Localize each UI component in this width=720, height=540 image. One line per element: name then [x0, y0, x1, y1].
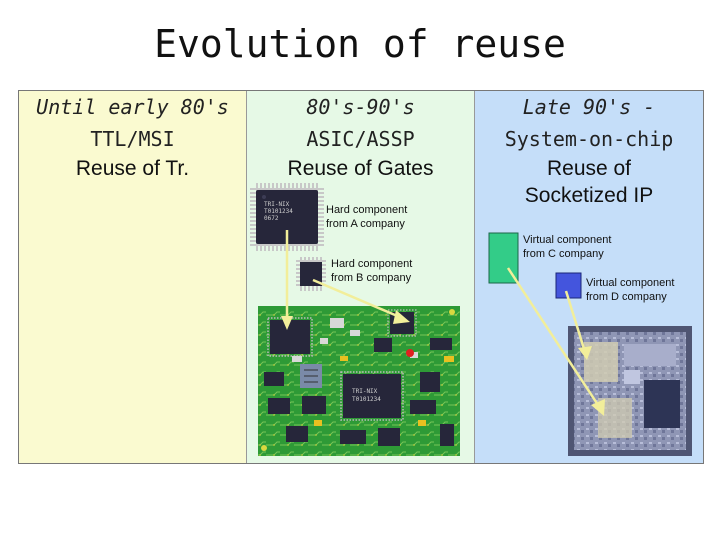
tech-label: System-on-chip	[504, 127, 674, 151]
era-column-1: Until early 80's TTL/MSI Reuse of Tr.	[19, 91, 247, 463]
reuse-label: Reuse of Socketized IP	[524, 157, 654, 207]
hard-component-b-label: Hard component from B company	[331, 258, 413, 284]
era-label: Late 90's -	[522, 95, 656, 119]
reuse-label: Reuse of Tr.	[75, 157, 190, 180]
tech-label: TTL/MSI	[90, 127, 175, 151]
virtual-component-d-label: Virtual component from D company	[586, 277, 675, 303]
slide-title: Evolution of reuse	[154, 22, 566, 66]
era-label: Until early 80's	[36, 95, 229, 119]
tech-label: ASIC/ASSP	[306, 127, 415, 151]
hard-component-a-label: Hard component from A company	[326, 204, 408, 230]
era-label: 80's-90's	[306, 95, 415, 119]
reuse-label: Reuse of Gates	[287, 157, 434, 180]
virtual-component-c-label: Virtual component from C company	[523, 234, 612, 260]
